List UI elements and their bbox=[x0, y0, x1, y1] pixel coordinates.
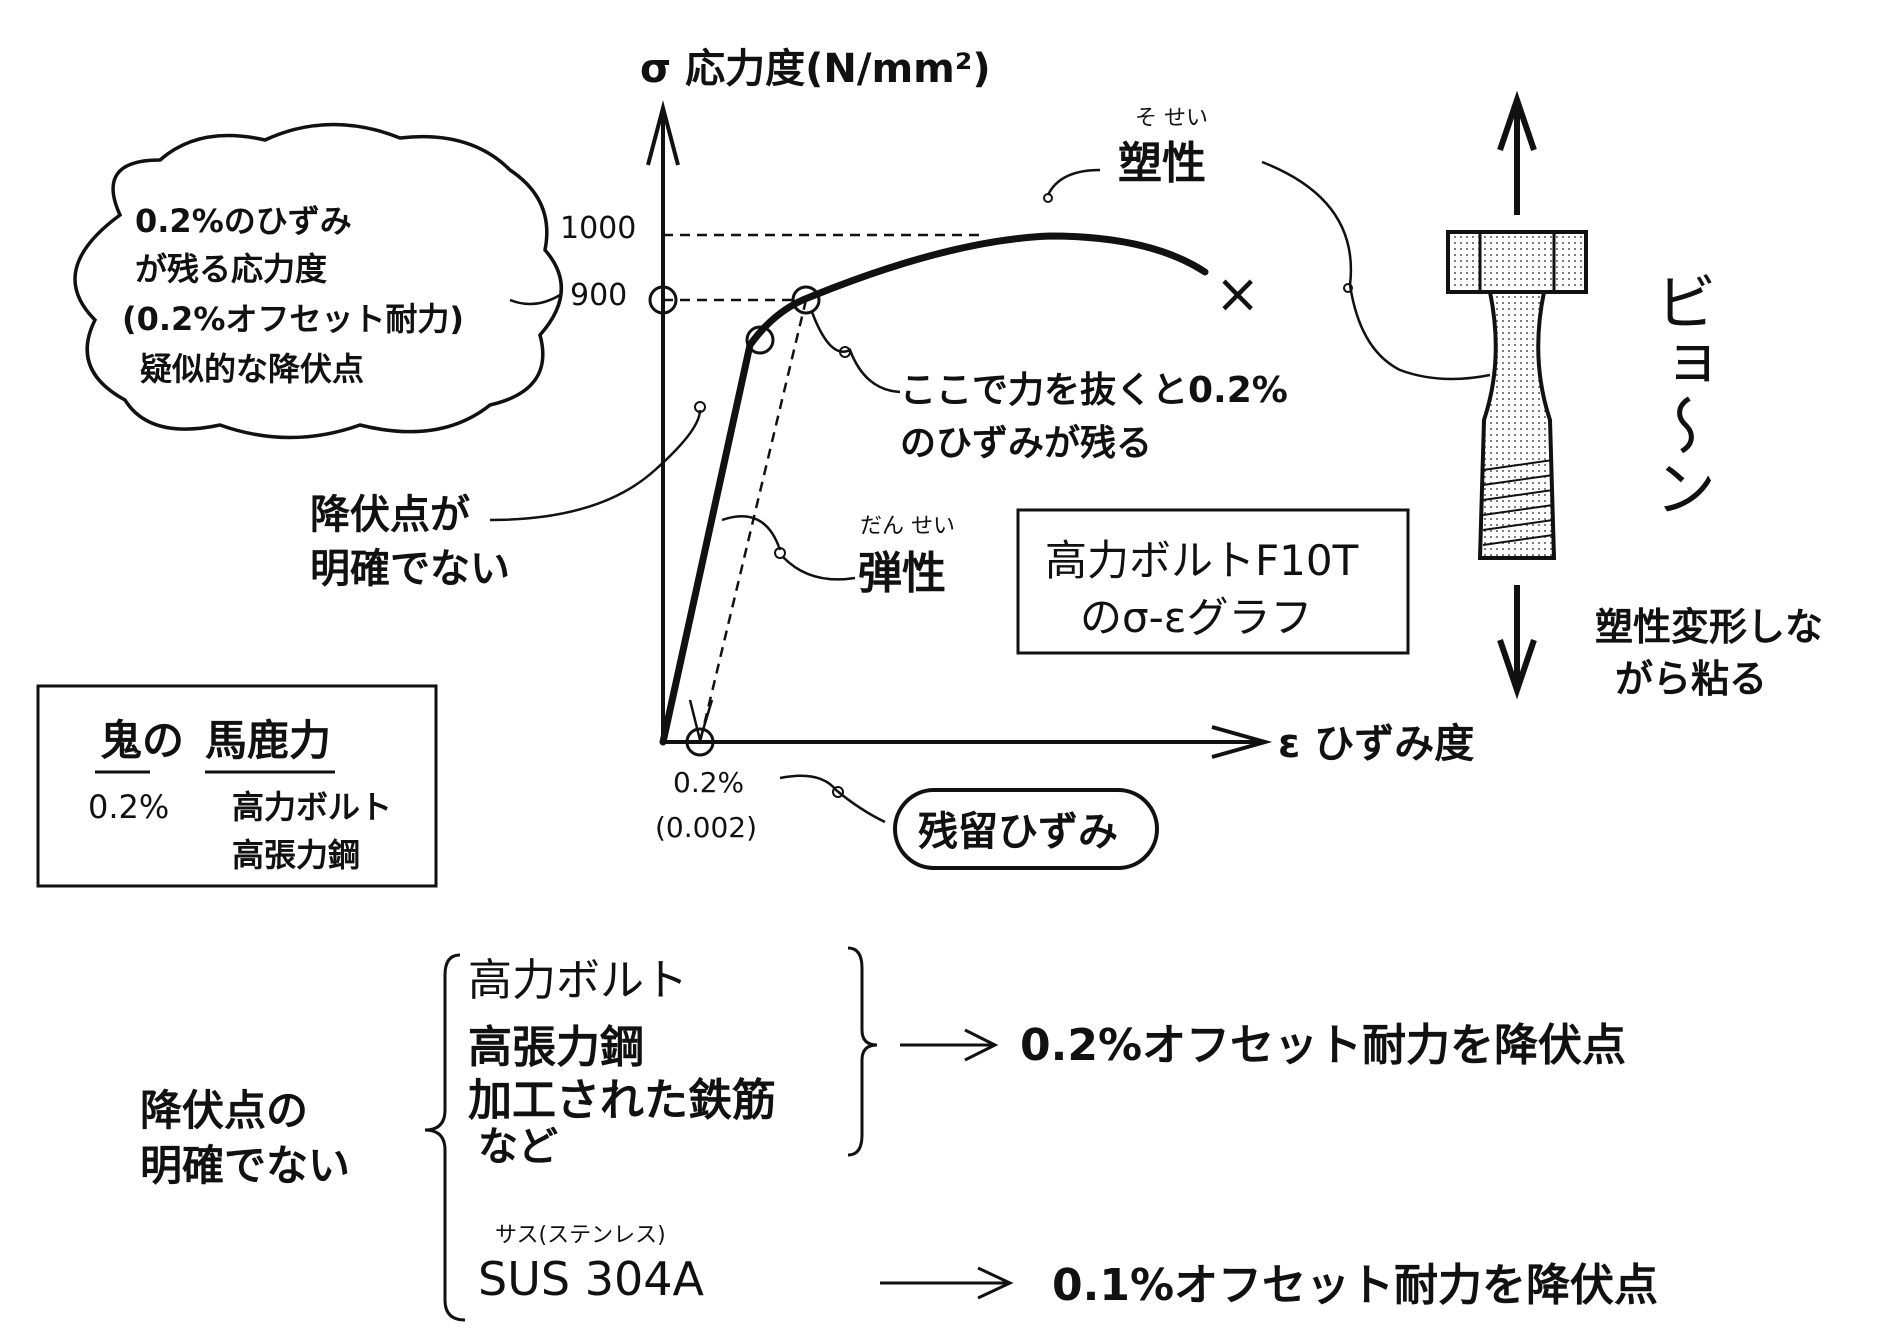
sosei-label: 塑性 bbox=[1118, 138, 1206, 189]
bolt-thread bbox=[1482, 459, 1554, 546]
y-axis-arrow-icon bbox=[646, 100, 680, 166]
hikinuku-line-2: のひずみが残る bbox=[900, 423, 1152, 464]
group1-right-brace bbox=[847, 946, 878, 1157]
residual-leader-dot bbox=[832, 786, 844, 798]
summary-left-line-1: 降伏点の bbox=[140, 1086, 308, 1135]
memo-box bbox=[36, 684, 438, 888]
graph-title-line-1: 高力ボルトF10T bbox=[1045, 536, 1359, 585]
graph-title-line-2: のσ-εグラフ bbox=[1080, 593, 1312, 642]
group1-item-1: 高力ボルト bbox=[468, 955, 688, 1006]
sus-label: SUS 304A bbox=[478, 1252, 704, 1306]
residual-leader bbox=[779, 774, 886, 824]
y-axis-label: σ 応力度(N/mm²) bbox=[640, 46, 991, 92]
kouhuku-leader-dot bbox=[694, 401, 706, 413]
memo-percent: 0.2% bbox=[88, 788, 169, 826]
y-axis bbox=[646, 100, 680, 745]
residual-strain-marker bbox=[685, 727, 715, 757]
yield-region-marker bbox=[745, 325, 775, 355]
dansei-label: 弾性 bbox=[858, 548, 946, 599]
sus-result: 0.1%オフセット耐力を降伏点 bbox=[1052, 1260, 1658, 1311]
cloud-leader bbox=[509, 293, 561, 306]
cloud-line-3: (0.2%オフセット耐力) bbox=[122, 300, 464, 338]
sosei-to-bolt-dot bbox=[1343, 283, 1353, 293]
dansei-arc bbox=[721, 515, 782, 551]
cloud-line-1: 0.2%のひずみ bbox=[135, 202, 352, 240]
unloading-arrow-icon bbox=[688, 699, 714, 745]
dansei-leader bbox=[782, 556, 856, 581]
onomatopoeia: ビョ〜ン bbox=[1644, 270, 1717, 518]
x-axis bbox=[663, 725, 1273, 759]
sus-ruby: サス(ステンレス) bbox=[495, 1223, 666, 1248]
sosei-ruby: そ せい bbox=[1135, 106, 1208, 131]
sosei-leader-dot bbox=[1043, 193, 1053, 203]
cloud-line-2: が残る応力度 bbox=[135, 250, 327, 288]
sus-arrow-icon bbox=[880, 1266, 1014, 1300]
fracture-mark: × bbox=[1215, 262, 1260, 325]
residual-label: 残留ひずみ bbox=[918, 809, 1118, 855]
hikinuku-line-1: ここで力を抜くと0.2% bbox=[900, 370, 1288, 411]
bolt-shank bbox=[1477, 290, 1557, 560]
dansei-leader-dot bbox=[774, 547, 786, 559]
memo-title-b: 馬鹿力 bbox=[205, 716, 331, 765]
x-axis-arrow-icon bbox=[1211, 725, 1273, 759]
unloading-line bbox=[698, 299, 808, 743]
summary-left-line-2: 明確でない bbox=[140, 1141, 350, 1190]
memo-item-1: 高力ボルト bbox=[232, 788, 392, 826]
hikinuku-leader-dot bbox=[839, 346, 851, 358]
group1-result: 0.2%オフセット耐力を降伏点 bbox=[1020, 1020, 1626, 1071]
bolt-illustration bbox=[1446, 90, 1588, 700]
group1-item-2: 高張力鋼 bbox=[468, 1022, 644, 1073]
cloud-line-4: 疑似的な降伏点 bbox=[140, 350, 364, 388]
memo-title-a: 鬼の bbox=[100, 716, 184, 765]
residual-label-pill bbox=[893, 788, 1159, 870]
group1-item-3: 加工された鉄筋 bbox=[468, 1075, 776, 1126]
strain-label: 0.2% bbox=[673, 766, 744, 799]
kouhuku-line-2: 明確でない bbox=[310, 546, 510, 592]
kouhuku-leader bbox=[489, 409, 702, 522]
kouhuku-line-1: 降伏点が bbox=[310, 492, 470, 538]
memo-item-2: 高張力鋼 bbox=[232, 836, 360, 874]
bolt-head bbox=[1446, 230, 1588, 294]
dansei-ruby: だん せい bbox=[860, 514, 955, 539]
cloud-callout bbox=[73, 122, 564, 440]
summary-left-brace bbox=[424, 953, 466, 1322]
sosei-leader-curve bbox=[1046, 168, 1101, 196]
stress-strain-curve bbox=[659, 232, 1209, 746]
graph-title-box bbox=[1016, 508, 1410, 655]
tick-label-900: 900 bbox=[570, 278, 627, 313]
bolt-note-line-1: 塑性変形しな bbox=[1595, 605, 1823, 649]
tick-label-1000: 1000 bbox=[560, 211, 636, 246]
hikinuku-leader bbox=[810, 311, 901, 394]
strain-value: (0.002) bbox=[655, 811, 757, 844]
group1-arrow-icon bbox=[900, 1028, 999, 1062]
sosei-to-bolt-leader bbox=[1261, 160, 1491, 381]
tick-marker-900 bbox=[648, 285, 678, 315]
x-axis-label: ε ひずみ度 bbox=[1278, 721, 1474, 767]
offset-point-marker bbox=[791, 285, 821, 315]
group1-item-4: など bbox=[478, 1124, 558, 1170]
bolt-note-line-2: がら粘る bbox=[1615, 657, 1767, 701]
